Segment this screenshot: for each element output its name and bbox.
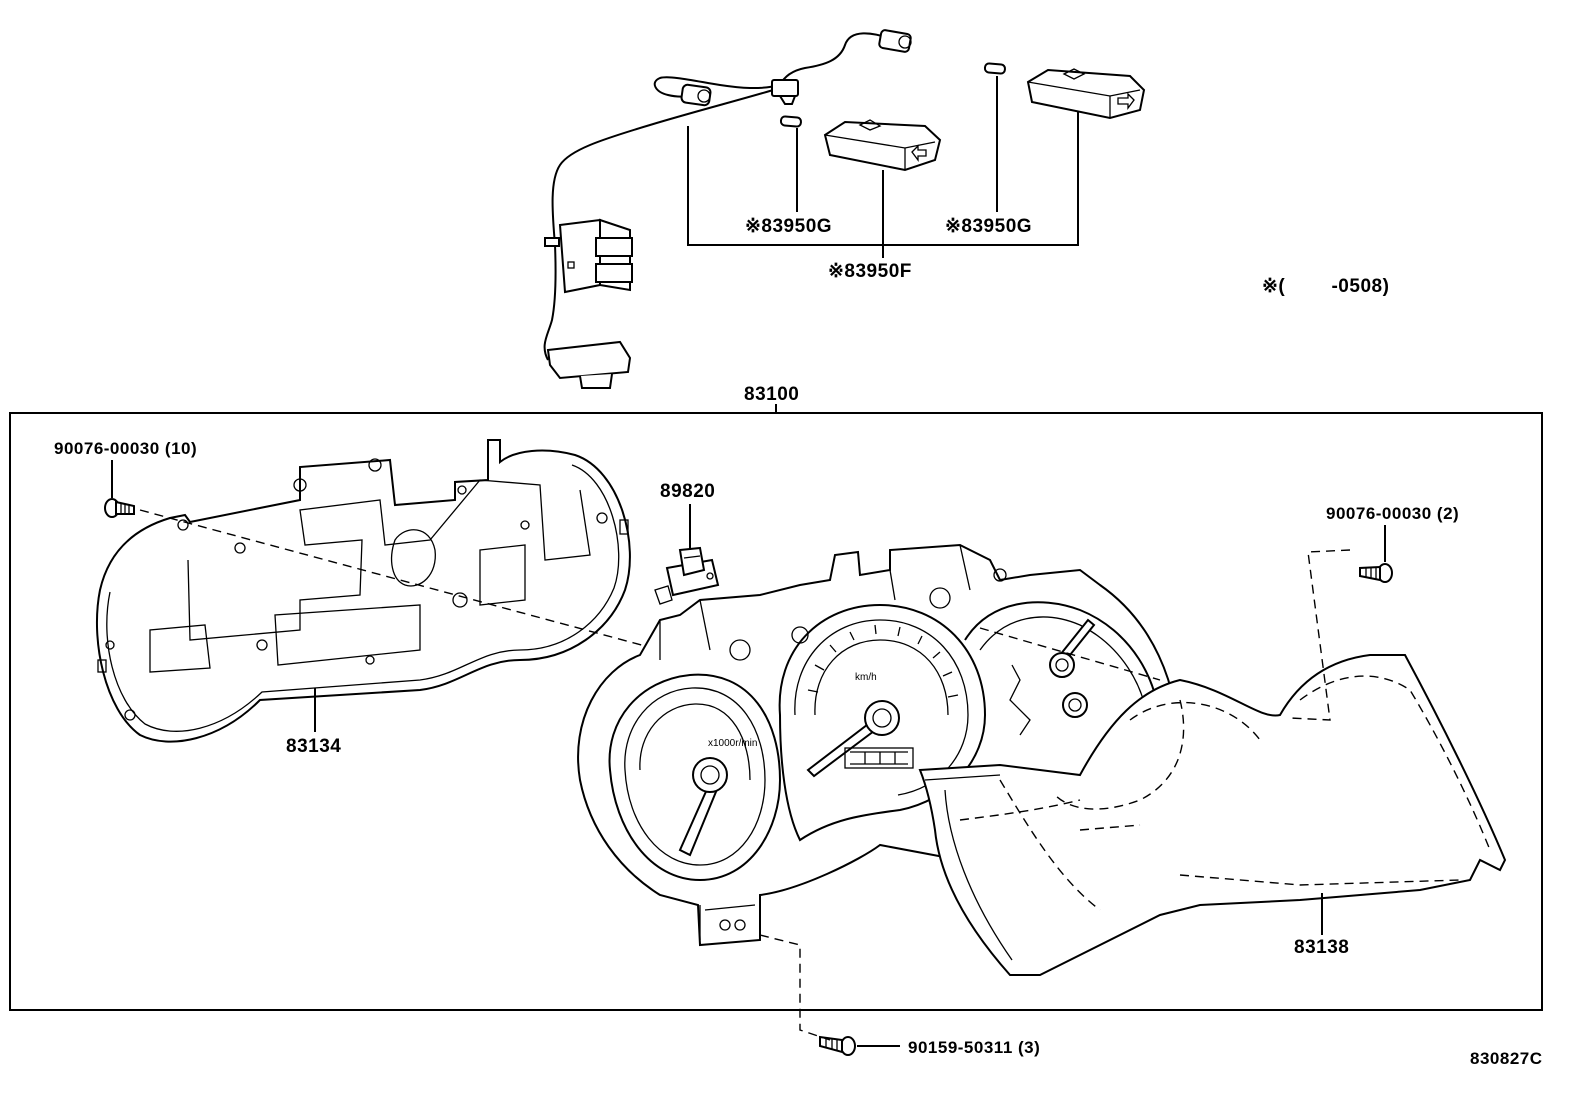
dash-line-center-right (979, 627, 1161, 681)
label-bolt-right: 90076-00030 (2) (1326, 504, 1459, 523)
label-bulb-f: ※83950F (828, 261, 912, 282)
meter-lens-83138 (918, 654, 1507, 976)
harness-relay-block (544, 218, 633, 294)
label-bulb-g-left: ※83950G (745, 216, 832, 237)
label-bolt-left: 90076-00030 (10) (54, 439, 197, 458)
dash-line-screw (759, 934, 831, 1041)
label-83134: 83134 (286, 736, 341, 757)
harness-connector-bottom (546, 340, 632, 389)
bulb-small-right (983, 62, 1006, 75)
harness-clip (771, 79, 799, 105)
label-83100: 83100 (744, 384, 799, 405)
label-83138: 83138 (1294, 937, 1349, 958)
rear-case-83134 (96, 439, 631, 743)
label-bulb-g-right: ※83950G (945, 216, 1032, 237)
speedo-ticks (807, 624, 959, 698)
assembly-frame-83100 (9, 404, 1543, 1011)
bolt-right-icon (1359, 563, 1393, 583)
dash-line-bolt-right (1289, 549, 1351, 721)
label-89820: 89820 (660, 481, 715, 502)
label-screw-bottom: 90159-50311 (3) (908, 1038, 1040, 1057)
harness-connector-top (878, 29, 912, 53)
harness-connector-left (680, 83, 712, 107)
label-note: ※( -0508) (1262, 276, 1389, 297)
label-speed-unit: km/h (855, 672, 877, 683)
figure-code: 830827C (1470, 1049, 1543, 1068)
bolt-left-icon (104, 498, 135, 518)
label-tach-unit: x1000r/min (708, 738, 757, 749)
bulb-socket-f-right (1026, 68, 1146, 120)
part-89820-icon (654, 546, 720, 605)
wire-harness (543, 29, 912, 389)
bulb-socket-f-left (823, 119, 942, 172)
bulb-small-left (779, 115, 802, 128)
screw-bottom-icon (819, 1035, 856, 1056)
bulb-leader-lines (687, 76, 1079, 258)
